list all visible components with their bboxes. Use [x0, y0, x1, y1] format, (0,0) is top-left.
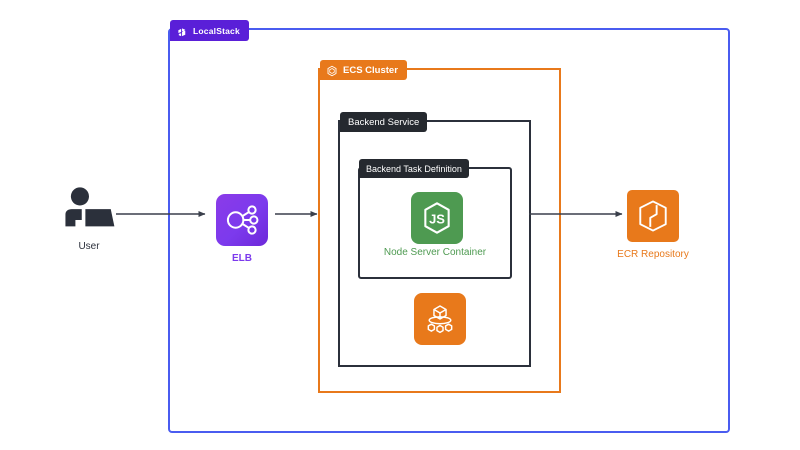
task-definition-badge: Backend Task Definition: [359, 159, 469, 178]
node-user-label: User: [78, 241, 100, 252]
svg-text:JS: JS: [429, 212, 445, 227]
node-server-container[interactable]: JS: [411, 192, 463, 244]
node-elb[interactable]: ELB: [211, 194, 273, 264]
ecr-cube-icon: [627, 190, 679, 242]
backend-service-badge-label: Backend Service: [348, 116, 420, 128]
ecs-cluster-badge-label: ECS Cluster: [343, 64, 398, 76]
node-ecs-task[interactable]: [414, 293, 466, 345]
localstack-boundary: [168, 28, 730, 433]
aws-ecs-cubes-icon: [414, 293, 466, 345]
localstack-badge-label: LocalStack: [193, 25, 240, 36]
localstack-badge: LocalStack: [170, 20, 249, 41]
task-definition-badge-label: Backend Task Definition: [366, 163, 462, 174]
ecs-cluster-badge: ECS Cluster: [320, 60, 407, 80]
node-elb-label: ELB: [232, 253, 252, 264]
nodejs-js-hexagon-icon: JS: [411, 192, 463, 244]
node-ecr-repository[interactable]: ECR Repository: [617, 190, 689, 260]
hexagon-cluster-icon: [326, 64, 338, 77]
backend-service-badge: Backend Service: [340, 112, 428, 132]
ecs-cluster-boundary: [318, 68, 561, 393]
node-ecr-repository-label: ECR Repository: [617, 249, 689, 260]
node-user[interactable]: User: [48, 186, 130, 252]
localstack-logo-icon: [177, 25, 188, 37]
node-server-container-label: Node Server Container: [383, 247, 487, 258]
load-balancer-icon: [216, 194, 268, 246]
backend-service-boundary: [338, 120, 531, 367]
user-with-laptop-icon: [60, 186, 118, 234]
